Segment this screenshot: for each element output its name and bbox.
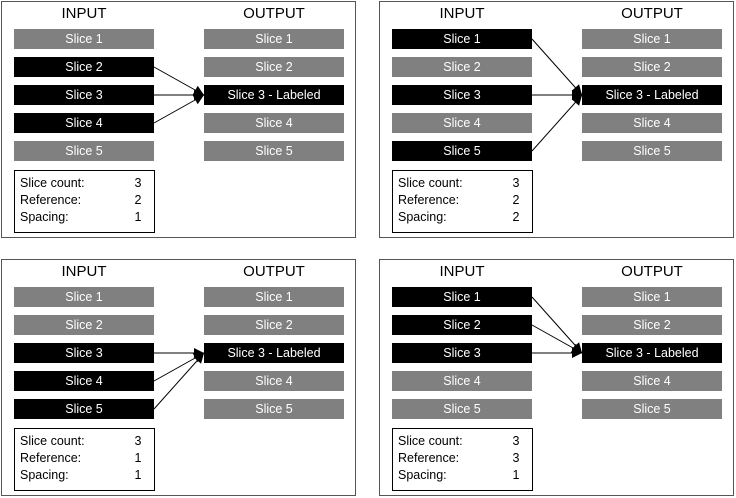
output-slice-3: Slice 3 - Labeled [204, 343, 344, 363]
input-slice-5: Slice 5 [14, 399, 154, 419]
spacing-value: 1 [134, 210, 142, 224]
arrow-layer [531, 38, 583, 152]
output-slice-2: Slice 2 [582, 57, 722, 77]
output-slice-3: Slice 3 - Labeled [582, 343, 722, 363]
arrow-slice-4-to-slice-3 [153, 352, 205, 382]
spacing-label: Spacing: [398, 468, 447, 482]
input-slice-3: Slice 3 [392, 343, 532, 363]
input-slice-4: Slice 4 [14, 113, 154, 133]
output-slice-1: Slice 1 [204, 287, 344, 307]
input-slice-1: Slice 1 [14, 287, 154, 307]
slice-count-value: 3 [512, 434, 520, 448]
input-slice-2: Slice 2 [14, 315, 154, 335]
output-slice-1: Slice 1 [582, 29, 722, 49]
output-slice-4: Slice 4 [204, 113, 344, 133]
input-slice-2: Slice 2 [392, 57, 532, 77]
output-slice-5: Slice 5 [582, 399, 722, 419]
config-panel-2: INPUT OUTPUT Slice 1 Slice 2 Slice 3 Sli… [379, 1, 734, 238]
reference-label: Reference: [398, 451, 460, 465]
arrow-slice-5-to-slice-3 [531, 94, 583, 152]
output-slice-5: Slice 5 [204, 141, 344, 161]
spacing-label: Spacing: [20, 210, 69, 224]
input-slice-2: Slice 2 [14, 57, 154, 77]
arrow-slice-1-to-slice-3 [531, 38, 583, 96]
output-header: OUTPUT [621, 263, 683, 280]
arrow-slice-1-to-slice-3 [531, 296, 583, 354]
slice-count-value: 3 [512, 176, 520, 190]
reference-value: 3 [512, 451, 520, 465]
output-slice-1: Slice 1 [582, 287, 722, 307]
output-header: OUTPUT [621, 5, 683, 22]
reference-label: Reference: [20, 193, 82, 207]
input-slice-3: Slice 3 [14, 343, 154, 363]
config-panel-4: INPUT OUTPUT Slice 1 Slice 2 Slice 3 Sli… [379, 259, 734, 496]
config-panel-3: INPUT OUTPUT Slice 1 Slice 2 Slice 3 Sli… [1, 259, 356, 496]
reference-value: 2 [512, 193, 520, 207]
slice-count-label: Slice count: [20, 434, 85, 448]
input-slice-4: Slice 4 [392, 371, 532, 391]
input-slice-5: Slice 5 [392, 141, 532, 161]
spacing-value: 1 [512, 468, 520, 482]
spacing-value: 2 [512, 210, 520, 224]
slice-count-value: 3 [134, 176, 142, 190]
input-slice-2: Slice 2 [392, 315, 532, 335]
input-header: INPUT [61, 263, 107, 280]
arrow-layer [153, 66, 205, 124]
parameters-box: Slice count: 3 Reference: 2 Spacing: 2 [392, 170, 533, 233]
config-panel-1: INPUT OUTPUT Slice 1 Slice 2 Slice 3 Sli… [1, 1, 356, 238]
slice-count-label: Slice count: [398, 434, 463, 448]
reference-label: Reference: [398, 193, 460, 207]
arrow-layer [153, 348, 205, 410]
input-slice-1: Slice 1 [392, 29, 532, 49]
output-slice-2: Slice 2 [204, 57, 344, 77]
input-slice-4: Slice 4 [14, 371, 154, 391]
slice-count-value: 3 [134, 434, 142, 448]
parameters-box: Slice count: 3 Reference: 1 Spacing: 1 [14, 428, 155, 491]
spacing-label: Spacing: [398, 210, 447, 224]
arrow-layer [531, 296, 583, 358]
input-slice-1: Slice 1 [392, 287, 532, 307]
arrow-slice-2-to-slice-3 [531, 324, 583, 354]
arrow-slice-5-to-slice-3 [153, 352, 205, 410]
arrow-slice-4-to-slice-3 [153, 94, 205, 124]
output-slice-4: Slice 4 [582, 371, 722, 391]
input-header: INPUT [439, 263, 485, 280]
output-header: OUTPUT [243, 263, 305, 280]
parameters-box: Slice count: 3 Reference: 3 Spacing: 1 [392, 428, 533, 491]
spacing-label: Spacing: [20, 468, 69, 482]
input-slice-5: Slice 5 [392, 399, 532, 419]
spacing-value: 1 [134, 468, 142, 482]
output-slice-5: Slice 5 [204, 399, 344, 419]
input-slice-3: Slice 3 [14, 85, 154, 105]
output-slice-3: Slice 3 - Labeled [204, 85, 344, 105]
output-slice-5: Slice 5 [582, 141, 722, 161]
input-slice-3: Slice 3 [392, 85, 532, 105]
input-slice-1: Slice 1 [14, 29, 154, 49]
arrow-slice-2-to-slice-3 [153, 66, 205, 96]
parameters-box: Slice count: 3 Reference: 2 Spacing: 1 [14, 170, 155, 233]
output-slice-1: Slice 1 [204, 29, 344, 49]
input-header: INPUT [439, 5, 485, 22]
slice-count-label: Slice count: [20, 176, 85, 190]
slice-count-label: Slice count: [398, 176, 463, 190]
output-slice-4: Slice 4 [204, 371, 344, 391]
reference-value: 1 [134, 451, 142, 465]
input-header: INPUT [61, 5, 107, 22]
output-slice-2: Slice 2 [204, 315, 344, 335]
output-slice-2: Slice 2 [582, 315, 722, 335]
output-slice-3: Slice 3 - Labeled [582, 85, 722, 105]
reference-value: 2 [134, 193, 142, 207]
output-header: OUTPUT [243, 5, 305, 22]
input-slice-5: Slice 5 [14, 141, 154, 161]
input-slice-4: Slice 4 [392, 113, 532, 133]
reference-label: Reference: [20, 451, 82, 465]
output-slice-4: Slice 4 [582, 113, 722, 133]
